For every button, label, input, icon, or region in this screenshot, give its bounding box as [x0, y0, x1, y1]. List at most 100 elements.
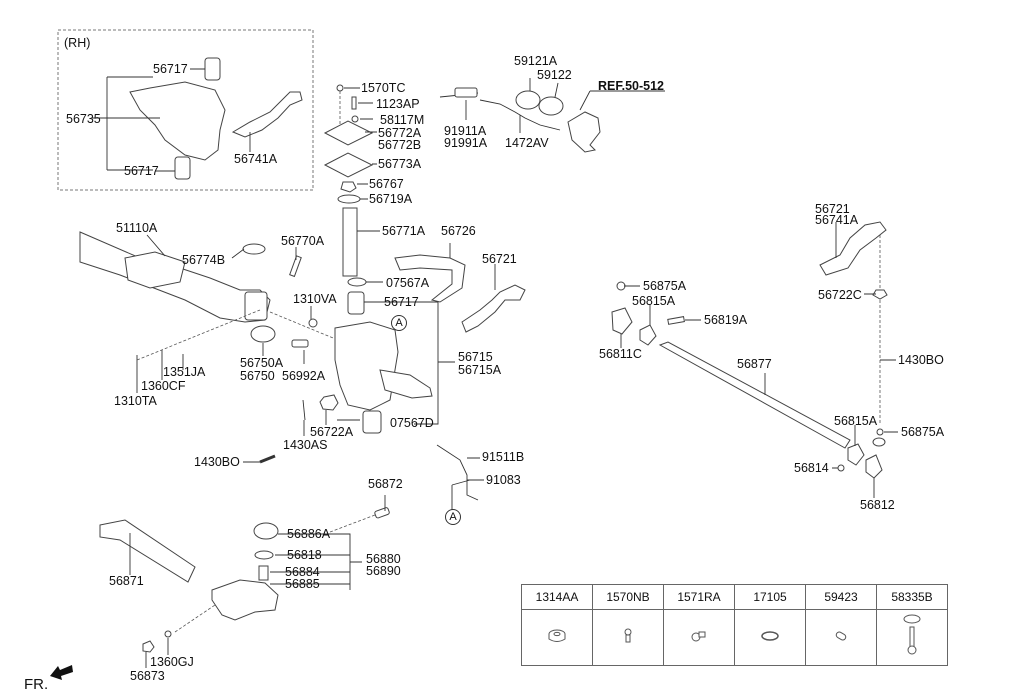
- part-label[interactable]: 1123AP: [376, 97, 420, 111]
- callout-marker-a[interactable]: A: [391, 315, 407, 331]
- part-label[interactable]: 56811C: [599, 347, 642, 361]
- nut-icon: [548, 629, 566, 642]
- part-label[interactable]: 56735: [66, 112, 101, 126]
- tie-rod-end: [211, 579, 279, 621]
- castle-nut: [319, 394, 339, 411]
- part-label[interactable]: 59122: [537, 68, 572, 82]
- part-label[interactable]: 91083: [486, 473, 521, 487]
- part-label[interactable]: 56992A: [282, 369, 326, 383]
- part-label[interactable]: 56717: [153, 62, 188, 76]
- front-direction-label: FR.: [24, 676, 49, 693]
- part-label[interactable]: 51110A: [116, 221, 158, 235]
- front-axle-beam: [79, 231, 302, 343]
- axle-boss: [244, 291, 268, 321]
- table-icon-cell: [734, 609, 806, 666]
- part-label[interactable]: 56773A: [378, 157, 422, 171]
- steering-knuckle: [291, 318, 433, 434]
- part-label[interactable]: 1360CF: [141, 379, 186, 393]
- part-label[interactable]: 56886A: [287, 527, 331, 541]
- table-header-cell[interactable]: 1571RA: [663, 584, 735, 610]
- tie-rod-end-left: [611, 307, 633, 335]
- callout-marker-a[interactable]: A: [445, 509, 461, 525]
- part-label[interactable]: 1430AS: [283, 438, 328, 452]
- part-label[interactable]: 56884: [285, 565, 320, 579]
- table-header-cell[interactable]: 1570NB: [592, 584, 664, 610]
- table-header-cell[interactable]: 59423: [805, 584, 877, 610]
- part-label[interactable]: 56722C: [818, 288, 862, 302]
- tie-rod-56877: [611, 281, 851, 449]
- spring-pad: [124, 251, 186, 289]
- part-label[interactable]: 91911A: [444, 124, 487, 138]
- part-label[interactable]: 56819A: [704, 313, 748, 327]
- part-label[interactable]: 1472AV: [505, 136, 549, 150]
- rh-inset-label: (RH): [64, 36, 91, 50]
- part-label[interactable]: 56812: [860, 498, 895, 512]
- part-label[interactable]: 56885: [285, 577, 320, 591]
- reference-label[interactable]: REF.50-512: [598, 79, 665, 93]
- part-label[interactable]: 1310VA: [293, 292, 337, 306]
- part-label[interactable]: 56880: [366, 552, 401, 566]
- grease-nipple-icon: [624, 628, 632, 643]
- kingpin: [342, 207, 358, 277]
- right-steering-arm-group: [819, 221, 888, 479]
- part-label[interactable]: 56875A: [901, 425, 945, 439]
- part-label[interactable]: 56726: [441, 224, 476, 238]
- rh-bushing-bottom: [174, 156, 191, 180]
- part-label[interactable]: 56772A: [378, 126, 422, 140]
- part-label[interactable]: 56717: [384, 295, 419, 309]
- table-header-cell[interactable]: 58335B: [876, 584, 948, 610]
- part-label[interactable]: 1310TA: [114, 394, 157, 408]
- part-label[interactable]: 56715: [458, 350, 493, 364]
- table-header-cell[interactable]: 17105: [734, 584, 806, 610]
- part-label[interactable]: 56814: [794, 461, 829, 475]
- part-label[interactable]: 56815A: [632, 294, 676, 308]
- part-label[interactable]: 56872: [368, 477, 403, 491]
- part-label[interactable]: 07567D: [390, 416, 434, 430]
- part-label[interactable]: 56873: [130, 669, 165, 683]
- part-label[interactable]: 56715A: [458, 363, 502, 377]
- part-label[interactable]: 56871: [109, 574, 144, 588]
- thrust-bearing: [250, 325, 276, 343]
- part-label[interactable]: 91511B: [482, 450, 525, 464]
- part-label[interactable]: 56717: [124, 164, 159, 178]
- part-label[interactable]: 56721: [815, 202, 850, 216]
- part-label[interactable]: 56877: [737, 357, 772, 371]
- plug-icon: [835, 631, 847, 641]
- bleeder-screw-icon: [903, 614, 921, 655]
- part-label[interactable]: 56741A: [815, 213, 859, 227]
- table-icon-cell: [876, 609, 948, 666]
- part-label[interactable]: 1570TC: [361, 81, 406, 95]
- part-label[interactable]: 56721: [482, 252, 517, 266]
- part-label[interactable]: 56767: [369, 177, 404, 191]
- grease-fitting-icon: [691, 631, 706, 642]
- part-label[interactable]: 56741A: [234, 152, 278, 166]
- part-label[interactable]: 1360GJ: [150, 655, 194, 669]
- part-label[interactable]: 07567A: [386, 276, 430, 290]
- part-label[interactable]: 56772B: [378, 138, 422, 152]
- part-label[interactable]: 1430BO: [194, 455, 240, 469]
- part-label[interactable]: 56771A: [382, 224, 426, 238]
- part-label[interactable]: 56890: [366, 564, 401, 578]
- part-label[interactable]: 1351JA: [163, 365, 206, 379]
- part-label[interactable]: 56750A: [240, 356, 284, 370]
- part-label[interactable]: 56815A: [834, 414, 878, 428]
- part-label[interactable]: 1430BO: [898, 353, 944, 367]
- part-label[interactable]: 56722A: [310, 425, 354, 439]
- part-label[interactable]: 91991A: [444, 136, 488, 150]
- part-label[interactable]: 58117M: [380, 113, 425, 127]
- part-label[interactable]: 56750: [240, 369, 275, 383]
- part-label[interactable]: 59121A: [514, 54, 558, 68]
- part-label[interactable]: 56719A: [369, 192, 413, 206]
- part-label[interactable]: 56818: [287, 548, 322, 562]
- tie-rod-end-assembly: [99, 507, 390, 653]
- part-label[interactable]: 56774B: [182, 253, 226, 267]
- table-icon-cell: [521, 609, 593, 666]
- table-icon-cell: [805, 609, 877, 666]
- rh-bushing-top: [204, 57, 221, 81]
- drive-shaft-joint: [567, 111, 601, 153]
- part-label[interactable]: 56770A: [281, 234, 325, 248]
- table-header-cell[interactable]: 1314AA: [521, 584, 593, 610]
- rh-knuckle-drawing: [129, 57, 303, 180]
- part-label[interactable]: 56875A: [643, 279, 687, 293]
